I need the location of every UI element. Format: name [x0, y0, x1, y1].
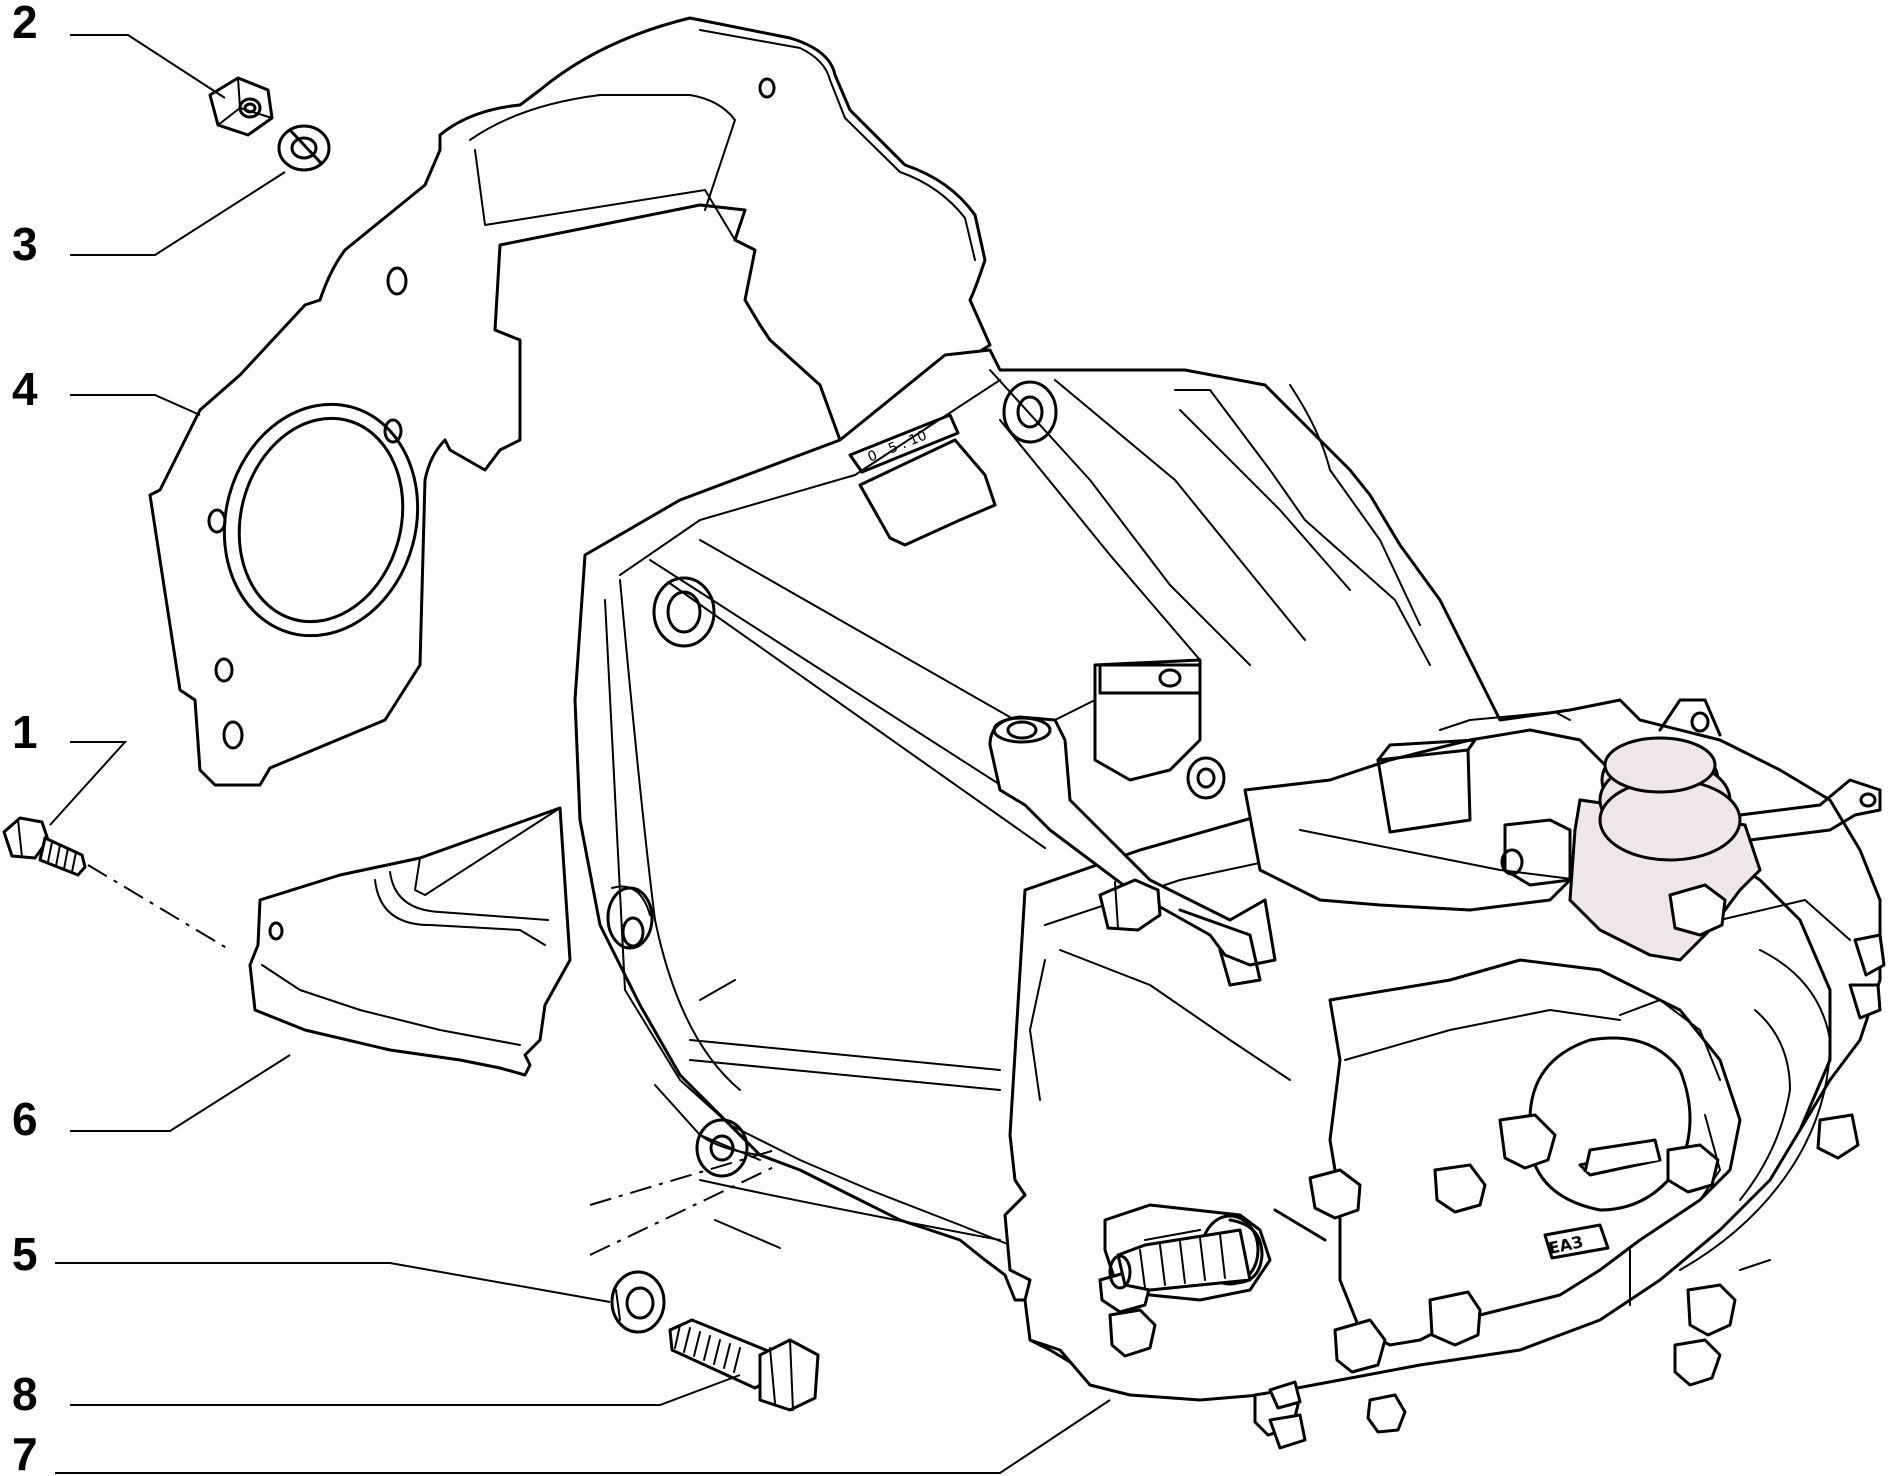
callout-2: 2: [12, 0, 38, 48]
callout-4: 4: [12, 363, 38, 415]
leader-lines: [49, 34, 1111, 1474]
callout-5: 5: [12, 1228, 38, 1280]
washer-part-3: [277, 124, 331, 172]
callout-6: 6: [12, 1093, 38, 1145]
bolt-part-8: [668, 1318, 820, 1412]
bolt-part-1: [2, 816, 87, 877]
washer-part-5: [610, 1270, 666, 1334]
callout-1: 1: [12, 706, 38, 758]
callout-3: 3: [12, 218, 38, 270]
gearbox-housing-part-7: 0 . 5 . 10: [573, 348, 1886, 1450]
callout-7: 7: [12, 1428, 38, 1476]
dust-shield-part-6: [248, 806, 572, 1077]
housing-bolts: [1098, 878, 1886, 1450]
nut-part-2: [208, 76, 274, 137]
cover-plate-part-4: [148, 16, 992, 787]
callout-8: 8: [12, 1368, 38, 1420]
